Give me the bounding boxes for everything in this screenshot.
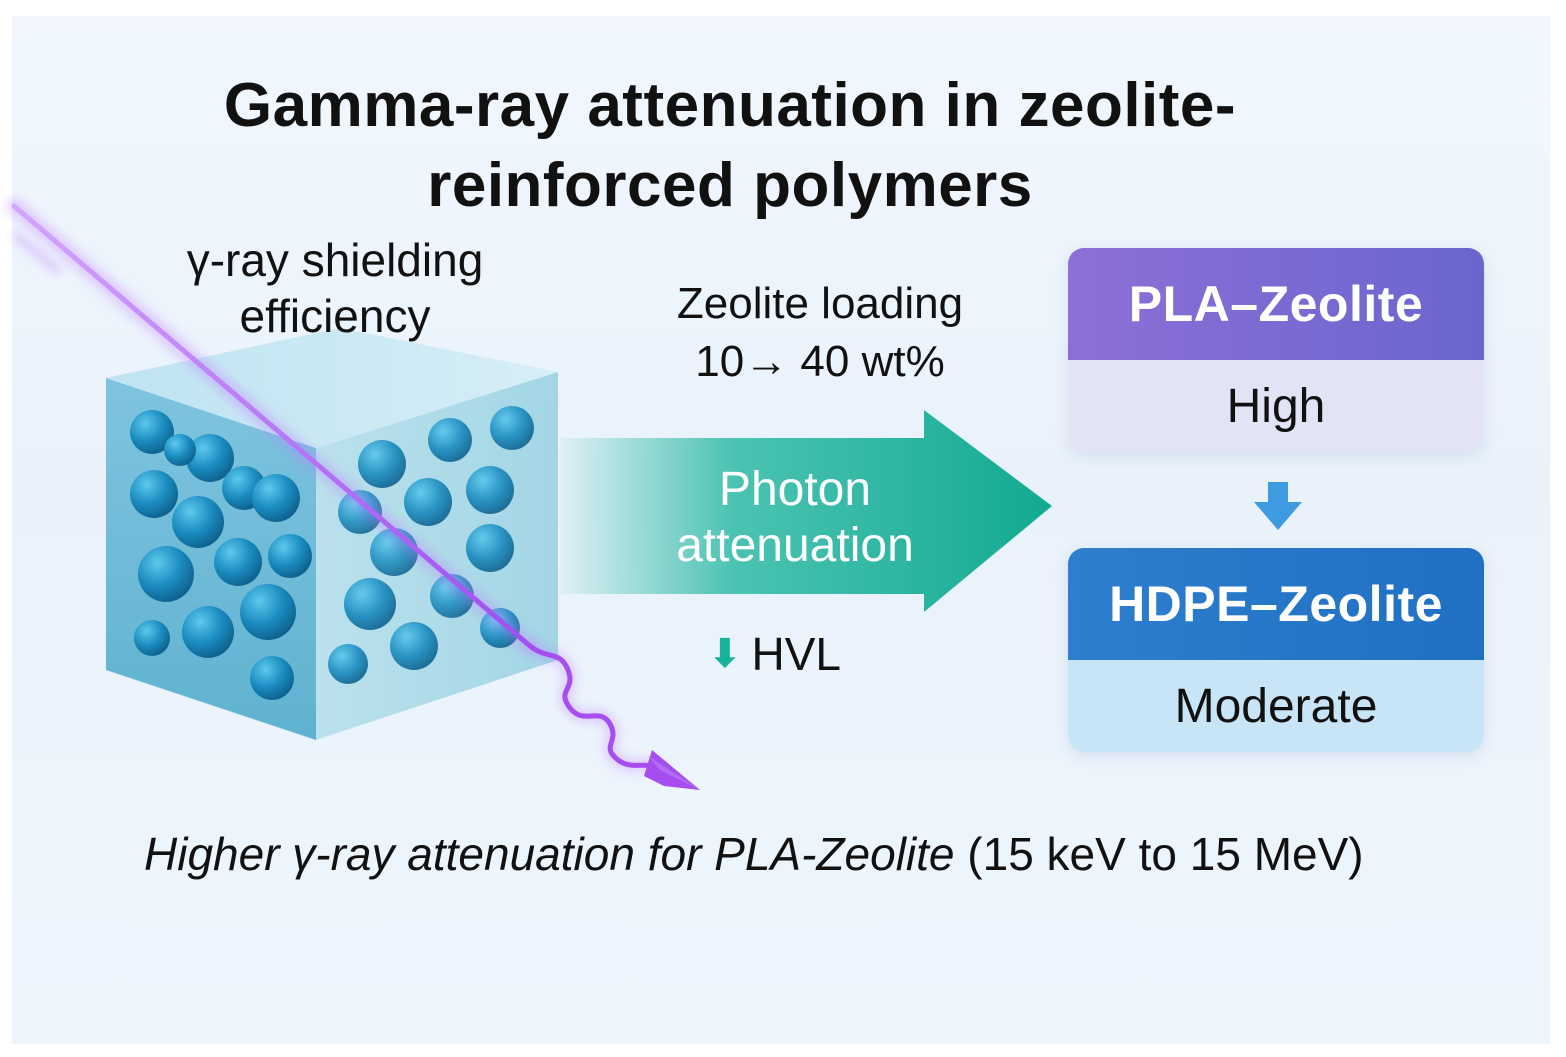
caption-italic: Higher γ-ray attenuation for PLA-Zeolite [144, 828, 955, 880]
hvl-label: HVL [751, 628, 841, 680]
zeolite-loading-label: Zeolite loading 10→ 40 wt% [600, 275, 1040, 391]
gamma-ray-icon [6, 198, 700, 790]
caption-range: (15 keV to 15 MeV) [954, 828, 1364, 880]
zeolite-cube-icon [106, 328, 558, 740]
title-line-2: reinforced polymers [427, 151, 1033, 220]
hvl-indicator: ⬇ HVL [708, 626, 841, 682]
hvl-down-arrow-icon: ⬇ [708, 632, 742, 676]
loading-label-line-2: 10→ 40 wt% [695, 337, 945, 386]
pla-zeolite-card: PLA–Zeolite High [1068, 248, 1484, 452]
shielding-efficiency-label: γ-ray shielding efficiency [130, 232, 540, 344]
shielding-label-line-2: efficiency [239, 290, 431, 342]
loading-label-line-1: Zeolite loading [676, 279, 964, 328]
pla-zeolite-card-title: PLA–Zeolite [1068, 248, 1484, 360]
arrow-label-line-2: attenuation [676, 519, 914, 572]
title-line-1: Gamma-ray attenuation in zeolite- [223, 71, 1237, 140]
photon-attenuation-label: Photon attenuation [610, 462, 980, 574]
hdpe-zeolite-card-title: HDPE–Zeolite [1068, 548, 1484, 660]
diagram-title: Gamma-ray attenuation in zeolite- reinfo… [0, 66, 1460, 226]
shielding-label-line-1: γ-ray shielding [186, 234, 484, 286]
hdpe-zeolite-card: HDPE–Zeolite Moderate [1068, 548, 1484, 752]
down-arrow-icon [1254, 482, 1302, 530]
diagram-caption: Higher γ-ray attenuation for PLA-Zeolite… [144, 824, 1524, 884]
hdpe-zeolite-card-value: Moderate [1068, 660, 1484, 752]
arrow-label-line-1: Photon [718, 463, 872, 516]
pla-zeolite-card-value: High [1068, 360, 1484, 452]
attenuation-arrow-icon [560, 410, 1052, 612]
